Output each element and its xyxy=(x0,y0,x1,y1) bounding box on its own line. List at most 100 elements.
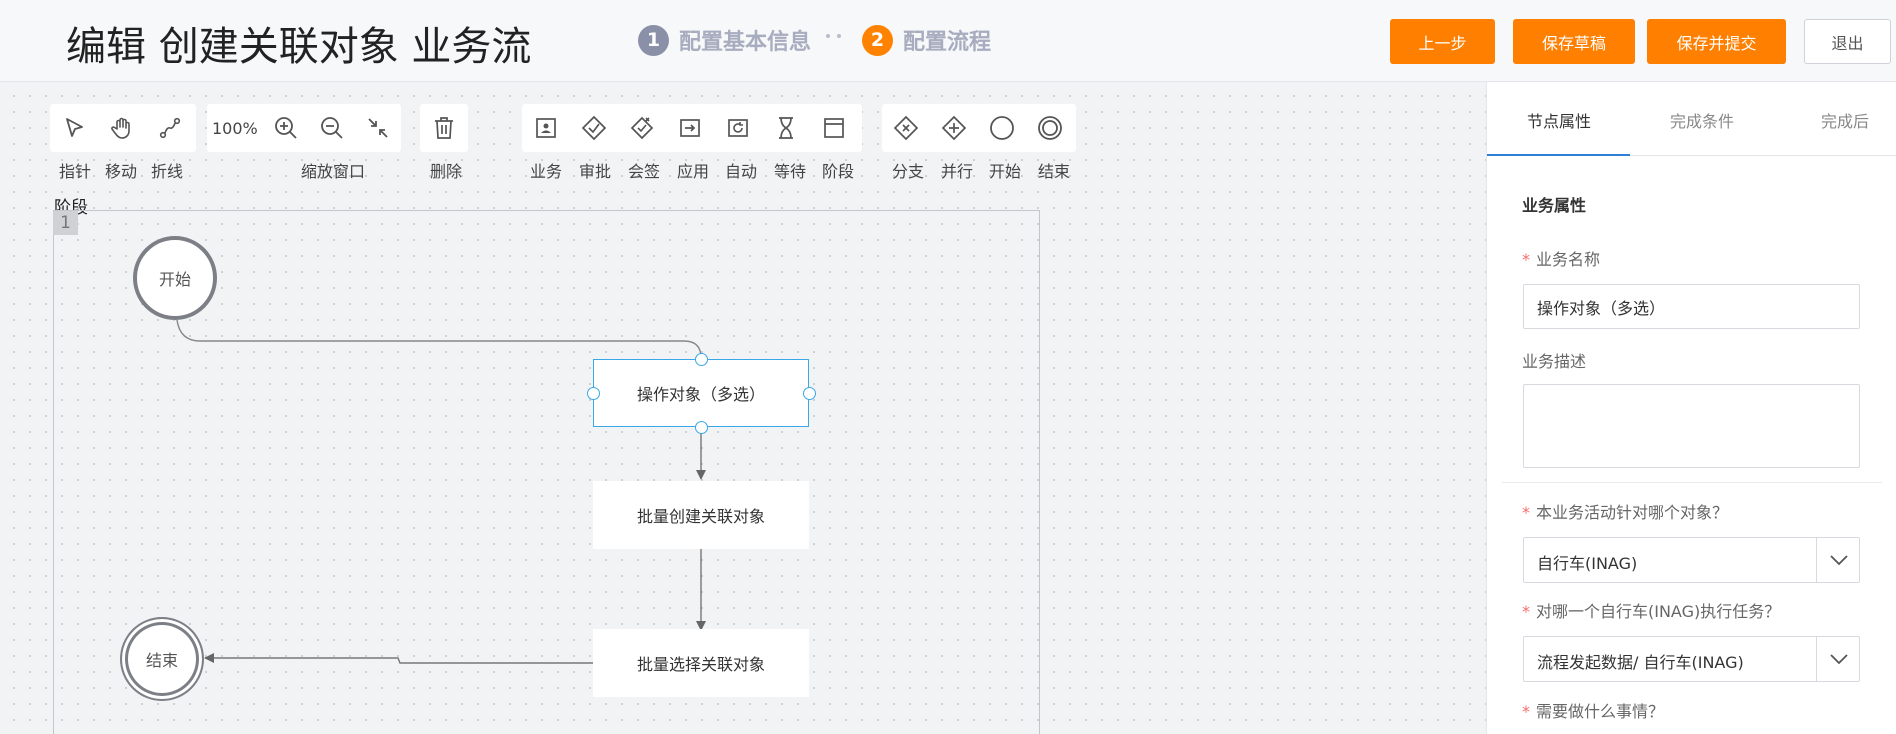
zoom-level[interactable]: 100% xyxy=(211,118,258,138)
stage-container[interactable] xyxy=(53,210,1040,734)
select-value: 流程发起数据/ 自行车(INAG) xyxy=(1537,653,1744,672)
double-circle-icon xyxy=(1038,116,1062,140)
page-title: 编辑 创建关联对象 业务流 xyxy=(66,24,532,70)
end-label: 结束 xyxy=(1037,162,1071,181)
toolbar-group-tools xyxy=(50,104,196,152)
task-node-batch-select[interactable]: 批量选择关联对象 xyxy=(593,629,809,697)
auto-node-tool[interactable] xyxy=(714,104,762,152)
properties-panel: 节点属性 完成条件 完成后 业务属性 *业务名称 操作对象（多选） 业务描述 *… xyxy=(1486,82,1896,734)
connection-handle-right[interactable] xyxy=(803,387,816,400)
end-node[interactable]: 结束 xyxy=(120,617,204,701)
business-desc-textarea[interactable] xyxy=(1523,384,1860,468)
approve-label: 审批 xyxy=(578,162,612,181)
zoom-out-icon xyxy=(320,117,343,139)
stage-node-tool[interactable] xyxy=(810,104,858,152)
auto-label: 自动 xyxy=(724,162,758,181)
section-divider xyxy=(1502,482,1882,483)
target-object-select[interactable]: 自行车(INAG) xyxy=(1523,537,1860,583)
tab-completion-conditions[interactable]: 完成条件 xyxy=(1669,112,1735,131)
zoom-window-label: 缩放窗口 xyxy=(300,162,366,181)
zoom-in-icon xyxy=(274,117,297,139)
task-target-label: *对哪一个自行车(INAG)执行任务？ xyxy=(1522,602,1781,621)
step-label: 配置基本信息 xyxy=(679,30,812,55)
parallel-label: 并行 xyxy=(940,162,974,181)
prev-step-button[interactable]: 上一步 xyxy=(1390,19,1495,64)
task-label: 操作对象（多选） xyxy=(636,385,765,404)
countersign-label: 会签 xyxy=(627,162,661,181)
toolbar-group-nodes xyxy=(522,104,862,152)
section-title: 业务属性 xyxy=(1522,196,1587,215)
stage-icon xyxy=(824,118,844,138)
pointer-label: 指针 xyxy=(58,162,92,181)
parallel-gateway-tool[interactable] xyxy=(930,104,978,152)
hourglass-icon xyxy=(779,117,793,139)
parallel-icon xyxy=(941,115,967,141)
save-draft-button[interactable]: 保存草稿 xyxy=(1513,19,1635,64)
fit-window-button[interactable] xyxy=(355,104,401,152)
countersign-node-tool[interactable] xyxy=(618,104,666,152)
business-label: 业务 xyxy=(529,162,563,181)
apply-node-tool[interactable] xyxy=(666,104,714,152)
toolbar-group-delete xyxy=(420,104,468,152)
countersign-icon xyxy=(630,116,654,140)
connection-handle-bottom[interactable] xyxy=(695,421,708,434)
apply-icon xyxy=(680,119,700,137)
business-desc-label: 业务描述 xyxy=(1522,352,1587,371)
move-tool[interactable] xyxy=(98,104,146,152)
exit-button[interactable]: 退出 xyxy=(1804,19,1891,64)
chevron-down-icon xyxy=(1830,555,1848,566)
stage-number: 1 xyxy=(53,211,78,235)
apply-label: 应用 xyxy=(676,162,710,181)
approval-icon xyxy=(581,115,607,141)
tab-node-properties[interactable]: 节点属性 xyxy=(1526,112,1592,131)
start-node[interactable]: 开始 xyxy=(133,236,217,320)
end-event-tool[interactable] xyxy=(1026,104,1074,152)
zoom-in-button[interactable] xyxy=(263,104,309,152)
chevron-down-icon xyxy=(1830,654,1848,665)
business-name-input[interactable]: 操作对象（多选） xyxy=(1523,284,1860,329)
step-configure-basic-info[interactable]: 1 配置基本信息 xyxy=(638,24,811,56)
delete-label: 删除 xyxy=(429,162,463,181)
start-label: 开始 xyxy=(988,162,1022,181)
target-object-label: *本业务活动针对哪个对象？ xyxy=(1522,503,1729,522)
business-node-tool[interactable] xyxy=(522,104,570,152)
pointer-tool[interactable] xyxy=(50,104,98,152)
auto-icon xyxy=(728,119,748,137)
panel-tabs: 节点属性 完成条件 完成后 xyxy=(1487,82,1896,156)
polyline-tool[interactable] xyxy=(146,104,194,152)
connection-handle-top[interactable] xyxy=(695,353,708,366)
active-tab-indicator xyxy=(1487,154,1630,156)
branch-label: 分支 xyxy=(891,162,925,181)
task-label: 批量选择关联对象 xyxy=(636,655,765,674)
delete-button[interactable] xyxy=(420,104,468,152)
hand-icon xyxy=(111,117,130,139)
circle-icon xyxy=(990,116,1014,140)
task-label: 批量创建关联对象 xyxy=(636,507,765,526)
step-configure-flow[interactable]: 2 配置流程 xyxy=(862,24,991,56)
branch-icon xyxy=(893,115,919,141)
start-event-tool[interactable] xyxy=(978,104,1026,152)
branch-gateway-tool[interactable] xyxy=(882,104,930,152)
task-node-operate-objects[interactable]: 操作对象（多选） xyxy=(593,359,809,427)
polyline-icon xyxy=(159,117,181,139)
business-icon xyxy=(536,118,556,138)
pointer-icon xyxy=(66,118,83,137)
wait-label: 等待 xyxy=(773,162,807,181)
tab-after-completion[interactable]: 完成后 xyxy=(1820,112,1870,131)
wait-node-tool[interactable] xyxy=(762,104,810,152)
task-target-select[interactable]: 流程发起数据/ 自行车(INAG) xyxy=(1523,636,1860,682)
connection-handle-left[interactable] xyxy=(587,387,600,400)
trash-icon xyxy=(435,117,453,139)
toolbar-group-gateways xyxy=(882,104,1076,152)
step-number: 1 xyxy=(638,24,669,56)
collapse-icon xyxy=(368,118,388,138)
top-header: 编辑 创建关联对象 业务流 1 配置基本信息 2 配置流程 上一步 保存草稿 保… xyxy=(0,0,1896,82)
task-node-batch-create[interactable]: 批量创建关联对象 xyxy=(593,481,809,549)
step-separator xyxy=(826,34,841,38)
approval-node-tool[interactable] xyxy=(570,104,618,152)
business-name-label: *业务名称 xyxy=(1522,250,1601,269)
step-label: 配置流程 xyxy=(903,30,992,55)
save-submit-button[interactable]: 保存并提交 xyxy=(1647,19,1786,64)
zoom-out-button[interactable] xyxy=(309,104,355,152)
stage-label: 阶段 xyxy=(821,162,855,181)
